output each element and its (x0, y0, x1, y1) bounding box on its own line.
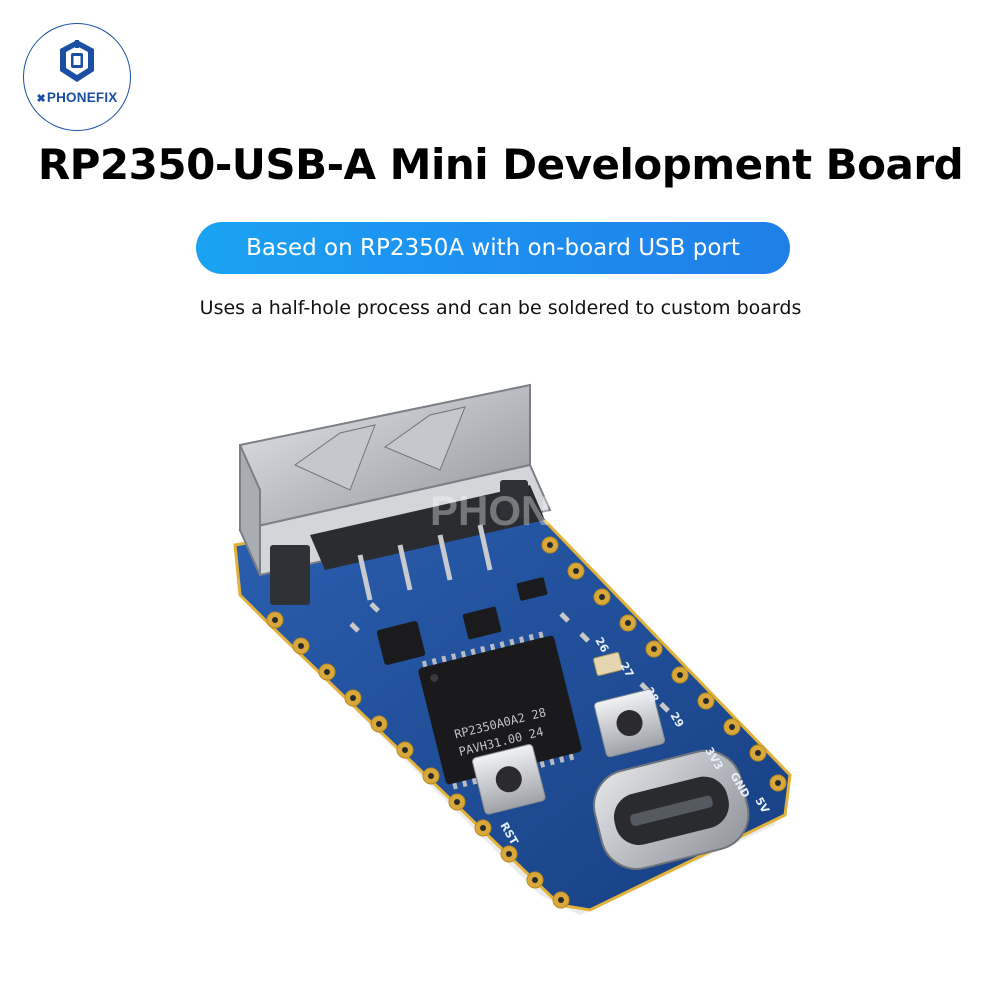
boot-button (593, 688, 666, 758)
small-ic (516, 577, 548, 601)
feature-banner: Based on RP2350A with on-board USB port (196, 222, 790, 274)
brand-logo: ✖PHONEFIX (23, 23, 131, 131)
phonefix-logo-icon (60, 40, 94, 82)
logo-wordmark: ✖PHONEFIX (36, 90, 118, 105)
page-title: RP2350-USB-A Mini Development Board (37, 140, 964, 189)
main-chip: RP2350A0A2 28 PAVH31.00 24 (418, 631, 582, 790)
crystal (593, 652, 623, 676)
pin-pads-right (541, 536, 787, 792)
product-board-image: RP2350A0A2 28 PAVH31.00 24 (233, 383, 792, 915)
page-subtitle: Uses a half-hole process and can be sold… (199, 297, 802, 319)
reset-button (472, 743, 546, 815)
small-ic (462, 606, 502, 640)
usb-c-port (592, 749, 750, 870)
watermark: PHONEFIX (430, 487, 645, 534)
feature-banner-text: Based on RP2350A with on-board USB port (246, 235, 740, 261)
small-ic (376, 621, 426, 665)
usb-a-port (238, 383, 552, 605)
